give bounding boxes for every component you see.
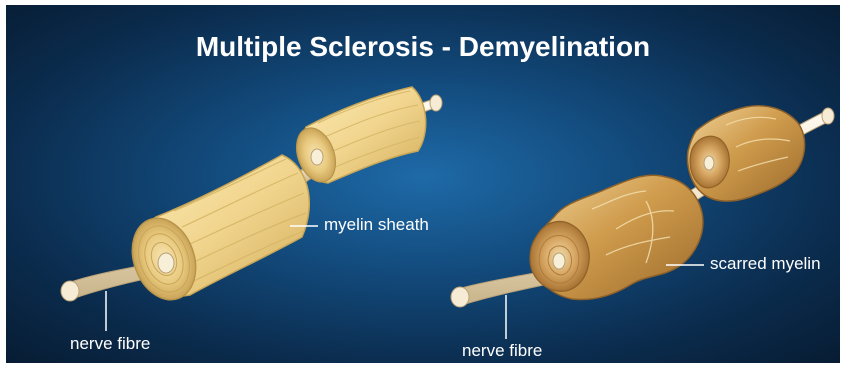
label-nerve-fibre-healthy: nerve fibre: [70, 334, 150, 354]
damaged-fibre-cross-section: [553, 253, 565, 269]
diagram-title: Multiple Sclerosis - Demyelination: [6, 31, 840, 63]
fibre-tip-left-damaged: [451, 287, 469, 307]
label-nerve-fibre-damaged: nerve fibre: [462, 341, 542, 361]
damaged-fibre-cross-section-small: [704, 156, 714, 170]
label-scarred-myelin: scarred myelin: [710, 254, 821, 274]
fibre-tip-upper-right: [430, 95, 442, 111]
fibre-tip-left: [61, 281, 79, 301]
illustration-canvas: Multiple Sclerosis - Demyelination myeli…: [6, 5, 840, 363]
damaged-nerve: [451, 106, 834, 307]
fibre-tip-upper-right-damaged: [822, 108, 834, 124]
label-myelin-sheath: myelin sheath: [324, 215, 429, 235]
healthy-nerve: [61, 87, 442, 309]
fibre-cross-section-small: [311, 149, 323, 165]
fibre-cross-section: [158, 253, 174, 273]
